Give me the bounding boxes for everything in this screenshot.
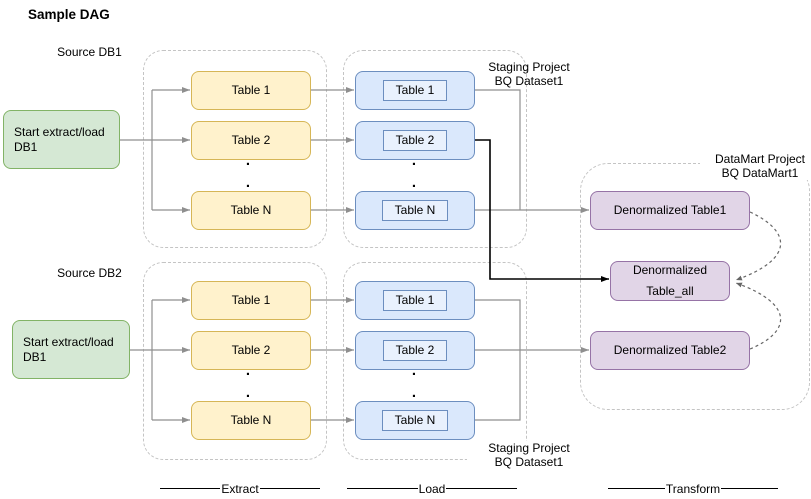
load-table-n-db1: Table N	[355, 191, 475, 230]
staging-project-label-top: Staging Project BQ Dataset1	[488, 60, 570, 88]
ellipsis-dots-extract-db1: ..	[245, 152, 251, 191]
load-container-db1	[343, 50, 527, 248]
legend-transform: Transform	[608, 481, 779, 496]
load-table-1-db2-inner: Table 1	[382, 290, 448, 311]
legend-line	[347, 488, 418, 489]
load-table-n-db1-inner: Table N	[381, 200, 449, 221]
datamart-project-label: DataMart Project BQ DataMart1	[700, 152, 811, 180]
denormalized-table-all-label: Denormalized Table_all	[632, 263, 708, 298]
extract-table-n-db2: Table N	[191, 401, 311, 440]
extract-table-1-db2: Table 1	[191, 281, 311, 320]
load-table-n-db2: Table N	[355, 401, 475, 440]
ellipsis-dots-load-db2: ..	[411, 362, 417, 401]
legend-line	[608, 488, 665, 489]
extract-container-db1	[143, 50, 327, 248]
legend-line	[721, 488, 779, 489]
legend-line	[446, 488, 518, 489]
denormalized-table-all-node: Denormalized Table_all	[610, 261, 730, 301]
edge-load1-table1-merge	[475, 89, 521, 210]
legend-load-label: Load	[418, 481, 446, 496]
edge-denorm2-denorm-all-dashed	[735, 282, 782, 350]
edge-load1-table2-denorm-all	[475, 139, 609, 282]
extract-table-n-db1: Table N	[191, 191, 311, 230]
source-db1-label: Source DB1	[57, 45, 122, 59]
start-node-db2: Start extract/load DB1	[12, 320, 130, 379]
extract-table-1-db1: Table 1	[191, 71, 311, 110]
start-node-db2-label: Start extract/load DB1	[23, 334, 114, 364]
staging-project-label-bottom: Staging Project BQ Dataset1	[467, 441, 591, 469]
start-node-db1-label: Start extract/load DB1	[14, 124, 105, 154]
denormalized-table1-node: Denormalized Table1	[590, 191, 750, 230]
edge-start2-branch	[130, 300, 153, 420]
legend-extract: Extract	[160, 481, 320, 496]
load-table-2-db2-inner: Table 2	[382, 340, 448, 361]
extract-table-2-db2: Table 2	[191, 331, 311, 370]
legend-line	[160, 488, 221, 489]
datamart-container	[580, 163, 810, 410]
diagram-title: Sample DAG	[28, 7, 110, 22]
edge-load2-tableN-merge	[475, 350, 521, 421]
legend-extract-label: Extract	[221, 481, 259, 496]
load-table-2-db2: Table 2	[355, 331, 475, 370]
load-table-1-db1: Table 1	[355, 71, 475, 110]
load-table-2-db1-inner: Table 2	[382, 130, 448, 151]
edge-denorm1-denorm-all-dashed	[735, 211, 782, 281]
load-table-n-db2-inner: Table N	[381, 410, 449, 431]
legend-line	[259, 488, 320, 489]
load-table-1-db2: Table 1	[355, 281, 475, 320]
legend-load: Load	[347, 481, 518, 496]
load-table-1-db1-inner: Table 1	[382, 80, 448, 101]
edge-load2-table1-merge	[475, 299, 521, 350]
start-node-db1: Start extract/load DB1	[3, 110, 120, 169]
ellipsis-dots-extract-db2: ..	[245, 362, 251, 401]
extract-table-2-db1: Table 2	[191, 121, 311, 160]
ellipsis-dots-load-db1: ..	[411, 152, 417, 191]
load-container-db2	[343, 262, 527, 460]
extract-container-db2	[143, 262, 327, 460]
edge-start1-branch	[120, 90, 153, 210]
load-table-2-db1: Table 2	[355, 121, 475, 160]
legend-transform-label: Transform	[665, 481, 721, 496]
source-db2-label: Source DB2	[57, 266, 122, 280]
denormalized-table2-node: Denormalized Table2	[590, 331, 750, 370]
